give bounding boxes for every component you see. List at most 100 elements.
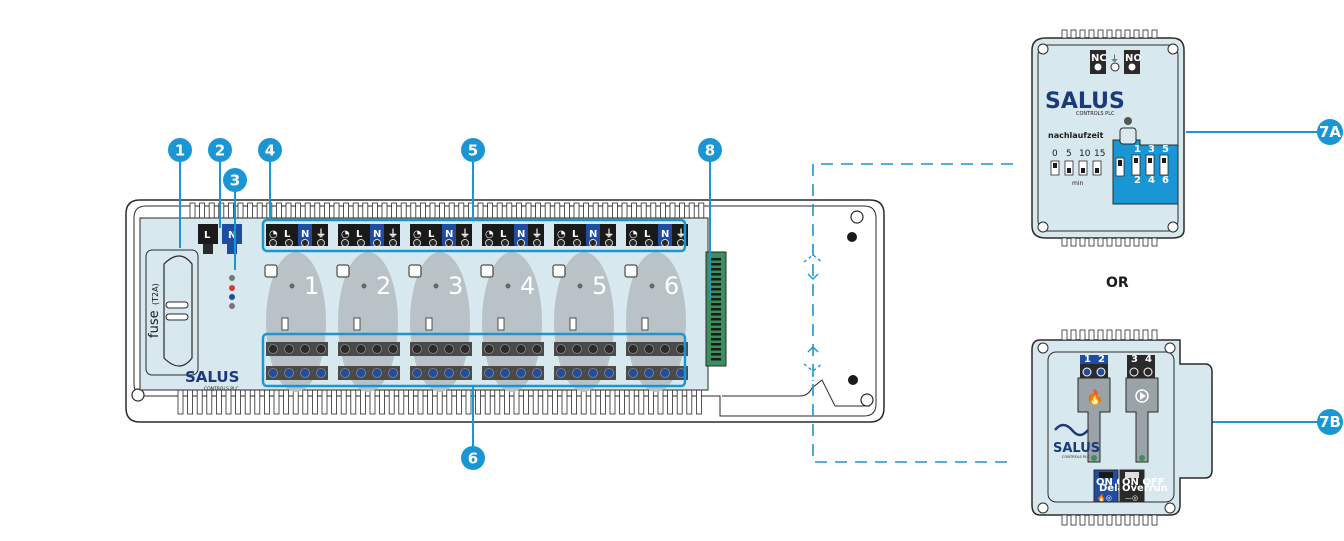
actuator-terminal-screw	[388, 368, 398, 378]
main-brand-sub: CONTROLS PLC	[204, 386, 239, 392]
zone-number-1: 1	[304, 272, 319, 300]
pcb-pin	[711, 303, 721, 306]
fin	[592, 202, 599, 219]
actuator-terminal-screw	[412, 344, 422, 354]
fin	[1151, 514, 1158, 526]
earth-icon: ⏚	[604, 228, 614, 240]
actuator-terminal-row	[554, 342, 616, 356]
power-terminal-l: L	[204, 230, 211, 241]
earth-symbol: ⏚	[1110, 54, 1119, 65]
fin	[206, 389, 213, 415]
actuator-clip	[569, 317, 577, 331]
blue-dip-knob	[1148, 158, 1152, 163]
fin	[177, 389, 184, 415]
pcb-pin	[711, 263, 721, 266]
fin	[215, 389, 222, 415]
pcb-pin	[711, 268, 721, 271]
earth-icon: ⏚	[532, 228, 542, 240]
fin	[448, 202, 455, 219]
fin	[1142, 329, 1149, 341]
actuator-terminal-row	[338, 342, 400, 356]
terminal-screw	[517, 239, 525, 247]
zone-number-6: 6	[664, 272, 679, 300]
fin	[561, 389, 568, 415]
actuator-terminal-screw	[388, 344, 398, 354]
zone-led	[649, 283, 655, 289]
fin	[609, 389, 616, 415]
pcb-pin	[711, 288, 721, 291]
delay-switch[interactable]	[1093, 469, 1119, 503]
terminal-screw	[501, 239, 509, 247]
terminal-screw	[285, 239, 293, 247]
pcb-pin	[711, 343, 721, 346]
fin	[552, 389, 558, 415]
fin	[513, 389, 520, 415]
callout-6-label: 6	[468, 450, 478, 468]
fin	[638, 389, 645, 415]
fin	[1133, 329, 1140, 341]
fin	[484, 389, 491, 415]
callout-8: 8	[698, 138, 722, 162]
relay-module-7a: NC NO ⏚ SALUS CONTROLS PLC nachlaufzeit …	[1031, 29, 1185, 247]
zone-terminal-l: L	[428, 229, 435, 240]
pcb-pin	[711, 298, 721, 301]
module-7a-brand: SALUS	[1045, 89, 1125, 114]
terminal-screw	[589, 239, 597, 247]
fin	[340, 389, 347, 415]
fin	[523, 389, 529, 415]
actuator-terminal-screw	[628, 344, 638, 354]
fin	[1124, 29, 1131, 39]
module-7b-brand: SALUS	[1053, 441, 1100, 456]
fin	[532, 389, 539, 415]
fin	[1115, 514, 1122, 526]
fin	[429, 202, 436, 219]
zone-led-window	[264, 264, 278, 278]
actuator-terminal-screw	[460, 368, 470, 378]
actuator-terminal-screw	[316, 368, 326, 378]
zone-number-3: 3	[448, 272, 463, 300]
fin	[696, 389, 702, 415]
delay-dip-knob	[1081, 168, 1085, 173]
fin	[621, 202, 628, 219]
fin	[1070, 514, 1077, 526]
callout-5-label: 5	[468, 142, 478, 160]
blue-dip-knob	[1162, 158, 1166, 163]
terminal-body	[626, 224, 688, 246]
actuator-terminal-row	[410, 342, 472, 356]
fin	[417, 389, 424, 415]
fin	[544, 202, 551, 219]
earth-icon: ⏚	[460, 228, 470, 240]
actuator-terminal-screw	[300, 368, 310, 378]
fin	[506, 202, 513, 219]
overrun-switch-label: Overrun	[1122, 483, 1168, 494]
fin	[688, 202, 695, 219]
module-7a-brand-sub: CONTROLS PLC	[1076, 111, 1115, 117]
fin	[1142, 29, 1149, 39]
fin	[475, 389, 482, 415]
actuator-terminal-screw	[460, 344, 470, 354]
pcb-pin	[711, 358, 721, 361]
callout-5: 5	[461, 138, 485, 162]
actuator-terminal-row	[626, 366, 688, 380]
thermostat-icon: ◔	[413, 229, 422, 240]
fin	[283, 389, 290, 415]
delay-dip-knob	[1095, 168, 1099, 173]
fin	[1115, 237, 1122, 247]
fin	[350, 389, 357, 415]
callout-2: 2	[208, 138, 232, 162]
actuator-terminal-screw	[356, 344, 366, 354]
fin	[1061, 29, 1068, 39]
thermostat-icon: ◔	[629, 229, 638, 240]
actuator-terminal-screw	[556, 344, 566, 354]
zone-oval	[554, 252, 614, 392]
terminal-screw	[645, 239, 653, 247]
fin	[314, 202, 321, 219]
pcb-pin	[711, 338, 721, 341]
fin	[436, 389, 443, 415]
fin	[1088, 237, 1095, 247]
